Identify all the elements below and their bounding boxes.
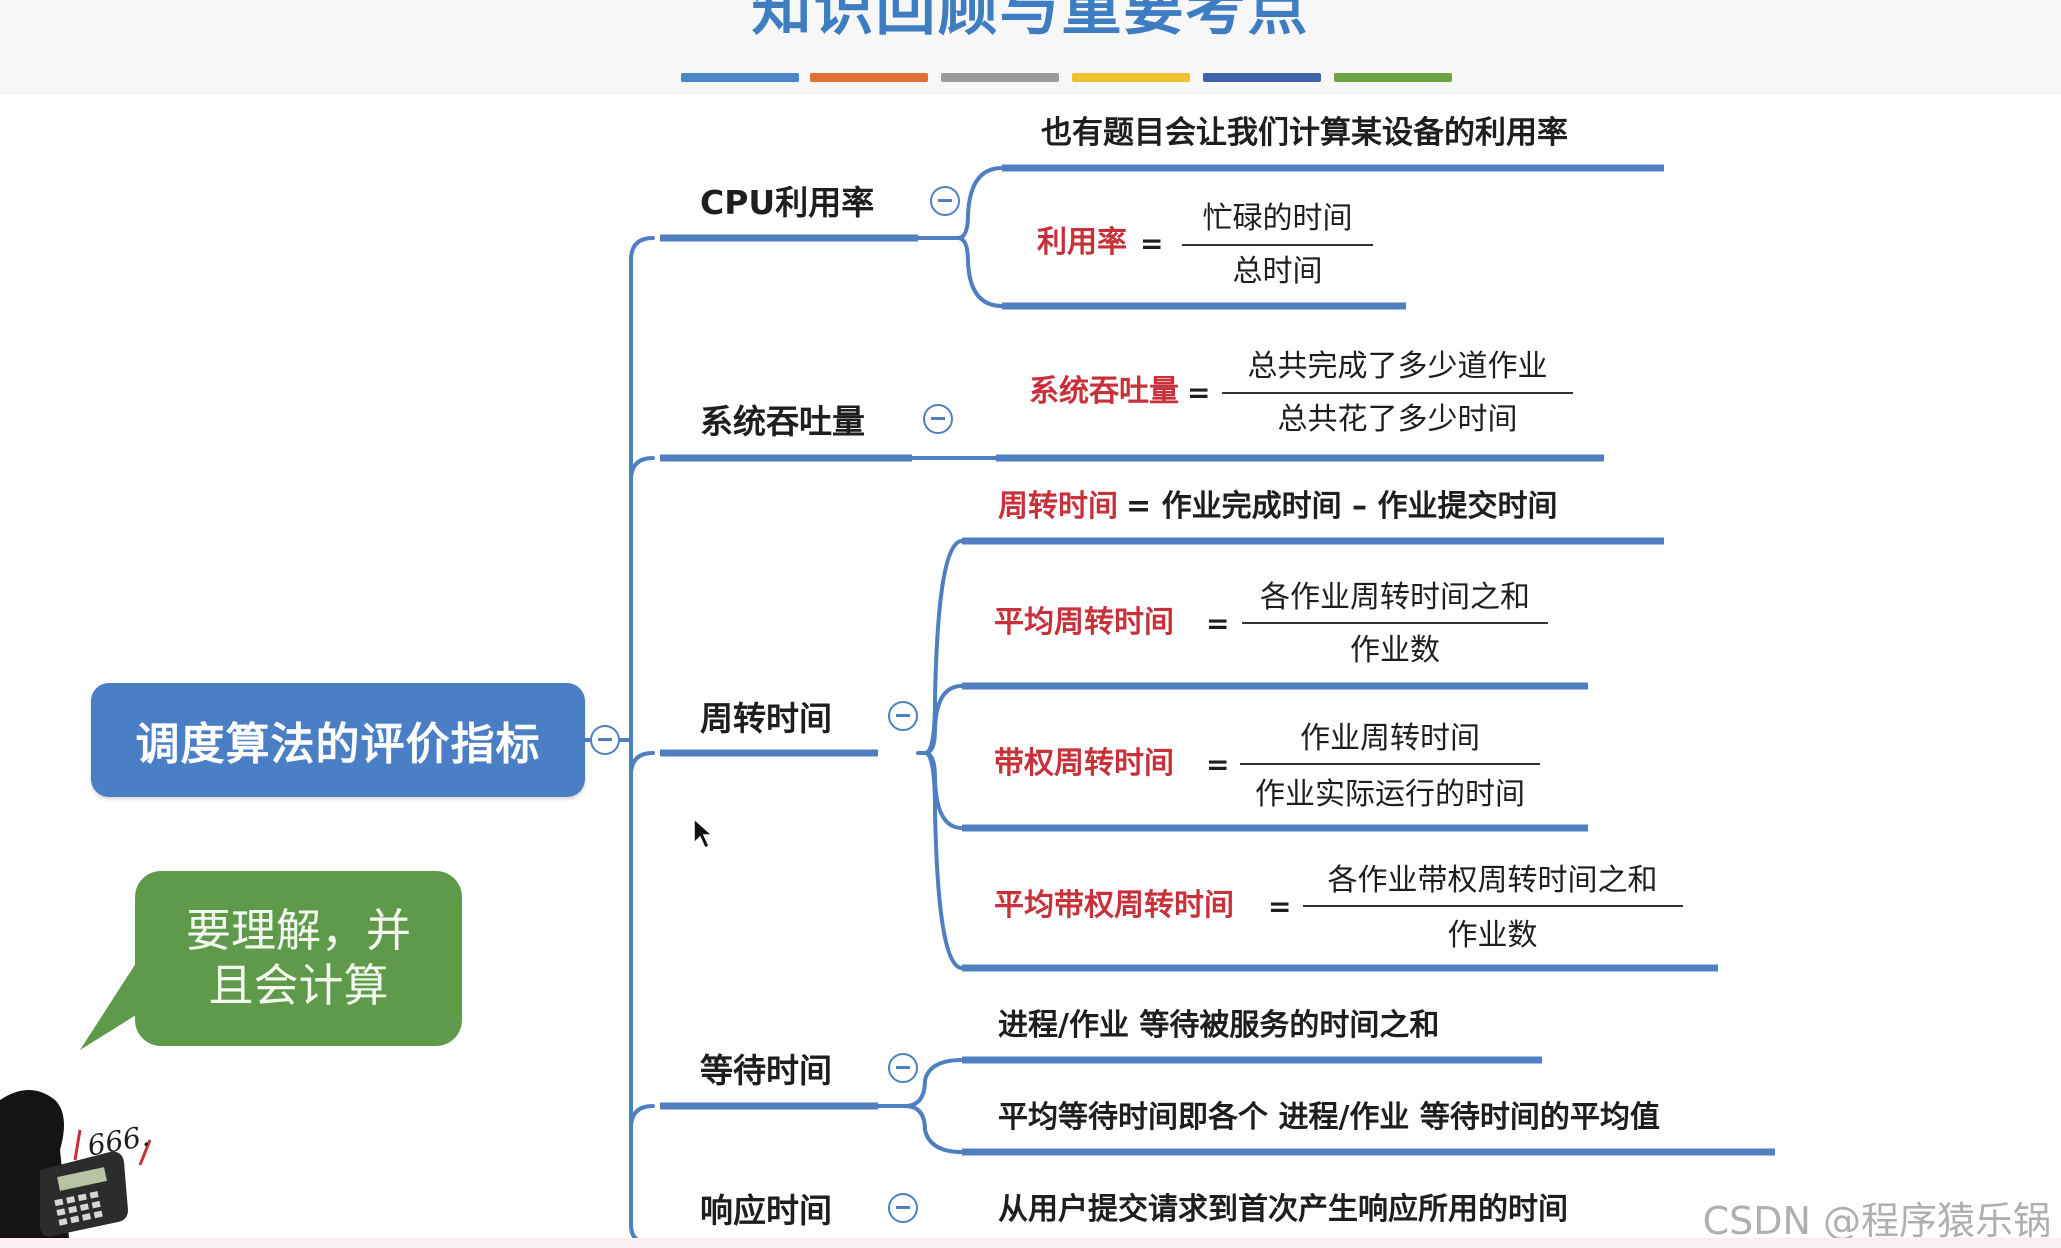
branch-label-waiting[interactable]: 等待时间 — [700, 1051, 832, 1090]
turnaround-avg-fraction-bar — [1242, 622, 1548, 624]
title-underline-segment — [1334, 73, 1452, 82]
waiting-fork-bottom — [903, 1104, 964, 1154]
collapse-icon[interactable] — [923, 404, 953, 434]
throughput-formula-numerator: 总共完成了多少道作业 — [1247, 349, 1548, 384]
turnaround-fork-bottom — [923, 751, 964, 970]
turnaround-def-rest: = 作业完成时间 – 作业提交时间 — [1126, 489, 1558, 524]
title-underline-segment — [941, 73, 1059, 82]
collapse-icon[interactable] — [888, 1193, 918, 1223]
turnaround-weighted-fraction-bar — [1240, 763, 1540, 765]
cpu-fork-lower — [956, 236, 1004, 308]
trunk-to-throughput — [629, 456, 655, 482]
response-item: 从用户提交请求到首次产生响应所用的时间 — [998, 1192, 1568, 1227]
trunk-to-waiting — [629, 1104, 655, 1130]
throughput-formula-fraction-bar — [1222, 392, 1573, 394]
turnaround-avg-denominator: 作业数 — [1350, 633, 1440, 668]
throughput-formula-name: 系统吞吐量 — [1029, 374, 1179, 409]
turnaround-weighted-numerator: 作业周转时间 — [1300, 721, 1480, 756]
turnaround-avg-weighted-eq: = — [1268, 890, 1292, 923]
branch-label-turnaround[interactable]: 周转时间 — [700, 699, 832, 738]
mouse-cursor-icon — [693, 817, 714, 850]
turnaround-weighted-eq: = — [1206, 748, 1230, 781]
calculator-character-icon: 666. — [0, 1090, 152, 1248]
turnaround-fork-mid1 — [923, 684, 964, 755]
cpu-formula-fraction-bar — [1182, 244, 1373, 246]
cpu-formula-numerator: 忙碌的时间 — [1202, 201, 1353, 236]
turnaround-avg-name: 平均周转时间 — [994, 605, 1174, 640]
turnaround-avg-weighted-fraction-bar — [1303, 905, 1683, 907]
turnaround-weighted-denominator: 作业实际运行的时间 — [1255, 777, 1525, 812]
bottom-edge — [0, 1238, 2061, 1248]
title-underline-segment — [810, 73, 928, 82]
speech-bubble: 要理解，并 且会计算 — [135, 871, 462, 1046]
branch-label-response[interactable]: 响应时间 — [700, 1191, 832, 1230]
turnaround-avg-numerator: 各作业周转时间之和 — [1260, 580, 1530, 615]
collapse-icon[interactable] — [888, 701, 918, 731]
turnaround-def: 周转时间= 作业完成时间 – 作业提交时间 — [998, 492, 1557, 522]
title-underline-segment — [1203, 73, 1321, 82]
throughput-formula-eq: = — [1187, 376, 1211, 409]
branch-label-throughput[interactable]: 系统吞吐量 — [700, 402, 865, 441]
waiting-item-1: 进程/作业 等待被服务的时间之和 — [998, 1008, 1440, 1043]
root-node[interactable]: 调度算法的评价指标 — [91, 683, 585, 797]
turnaround-avg-eq: = — [1206, 607, 1230, 640]
collapse-icon[interactable] — [888, 1053, 918, 1083]
turnaround-def-name: 周转时间 — [998, 489, 1118, 524]
bubble-line-2: 且会计算 — [208, 959, 389, 1012]
branch-label-cpu[interactable]: CPU利用率 — [700, 183, 875, 222]
bubble-line-1: 要理解，并 — [185, 904, 411, 957]
watermark: CSDN @程序猿乐锅 — [1702, 1199, 2051, 1243]
title-underline-segment — [1072, 73, 1190, 82]
root-label: 调度算法的评价指标 — [135, 719, 541, 770]
waiting-item-2: 平均等待时间即各个 进程/作业 等待时间的平均值 — [998, 1100, 1660, 1135]
cpu-formula-denominator: 总时间 — [1232, 254, 1323, 289]
trunk-line — [629, 236, 655, 1245]
turnaround-avg-weighted-numerator: 各作业带权周转时间之和 — [1327, 863, 1658, 898]
turnaround-avg-weighted-denominator: 作业数 — [1447, 918, 1538, 953]
turnaround-weighted-name: 带权周转时间 — [994, 746, 1174, 781]
collapse-icon[interactable] — [590, 725, 620, 755]
cpu-note: 也有题目会让我们计算某设备的利用率 — [1041, 115, 1568, 151]
slide-title: 知识回顾与重要考点 — [751, 0, 1310, 44]
turnaround-avg-weighted-name: 平均带权周转时间 — [994, 888, 1234, 923]
cpu-formula-name: 利用率 — [1037, 225, 1127, 260]
cpu-formula-eq: = — [1140, 227, 1164, 260]
collapse-icon[interactable] — [930, 186, 960, 216]
turnaround-fork-top — [916, 539, 964, 755]
trunk-to-turnaround — [629, 751, 655, 777]
title-underline-segment — [681, 73, 799, 82]
throughput-formula-denominator: 总共花了多少时间 — [1277, 402, 1518, 437]
